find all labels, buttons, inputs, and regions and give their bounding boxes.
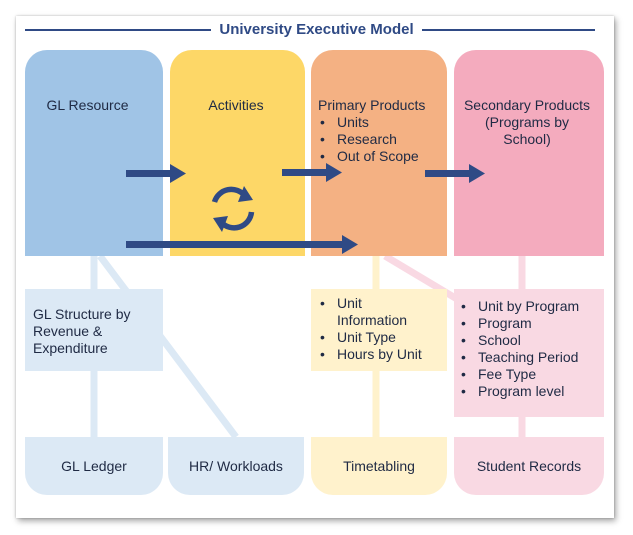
list-item: Hours by Unit	[313, 346, 445, 363]
list-item: School	[454, 332, 602, 349]
secondary-title-line: Secondary Products	[463, 97, 591, 113]
list-item: Teaching Period	[454, 349, 602, 366]
gl-ledger-label: GL Ledger	[61, 458, 127, 474]
gl-structure-text: GL Structure by Revenue & Expenditure	[33, 306, 158, 357]
arrow-gl-to-primary	[126, 235, 358, 254]
column-gl-resource	[25, 50, 163, 256]
gl-structure-box	[25, 289, 163, 371]
diagram-title: University Executive Model	[0, 21, 633, 38]
refresh-cycle-icon	[211, 186, 255, 232]
connector-gl-hr	[97, 253, 239, 440]
program-info-list: Unit by Program Program School Teaching …	[454, 298, 602, 400]
timetabling-label: Timetabling	[343, 458, 415, 474]
gl-structure-line: GL Structure by	[33, 306, 131, 322]
student-records-label: Student Records	[476, 458, 582, 474]
primary-products-label: Primary Products	[318, 97, 426, 113]
list-item: Program level	[454, 383, 602, 400]
list-item: Program	[454, 315, 602, 332]
column-secondary-products	[454, 50, 604, 256]
list-item: Units	[313, 114, 443, 131]
timetabling-box: Timetabling	[311, 437, 447, 495]
hr-workloads-box: HR/ Workloads	[168, 437, 304, 495]
primary-products-list: Units Research Out of Scope	[313, 114, 443, 165]
hr-workloads-label: HR/ Workloads	[189, 458, 283, 474]
secondary-title-line: School)	[503, 131, 551, 147]
unit-info-line: Information	[337, 312, 408, 328]
arrow-primary-to-secondary	[425, 164, 485, 183]
gl-structure-line: Revenue &	[33, 323, 103, 339]
activities-label: Activities	[208, 97, 264, 113]
list-item: Fee Type	[454, 366, 602, 383]
gl-structure-line: Expenditure	[33, 340, 108, 356]
gl-resource-label: GL Resource	[46, 97, 129, 113]
list-item: Out of Scope	[313, 148, 443, 165]
gl-ledger-box: GL Ledger	[25, 437, 163, 495]
connector-primary-student	[383, 252, 464, 306]
arrow-activities-to-primary	[282, 163, 342, 182]
list-item: Research	[313, 131, 443, 148]
secondary-products-label: Secondary Products (Programs by School)	[454, 97, 600, 148]
arrow-gl-to-activities	[126, 164, 186, 183]
column-activities	[170, 50, 305, 256]
unit-info-line: Unit	[337, 295, 362, 311]
student-records-box: Student Records	[454, 437, 604, 495]
list-item: Unit by Program	[454, 298, 602, 315]
list-item: Unit Type	[313, 329, 445, 346]
secondary-title-line: (Programs by	[484, 114, 570, 130]
